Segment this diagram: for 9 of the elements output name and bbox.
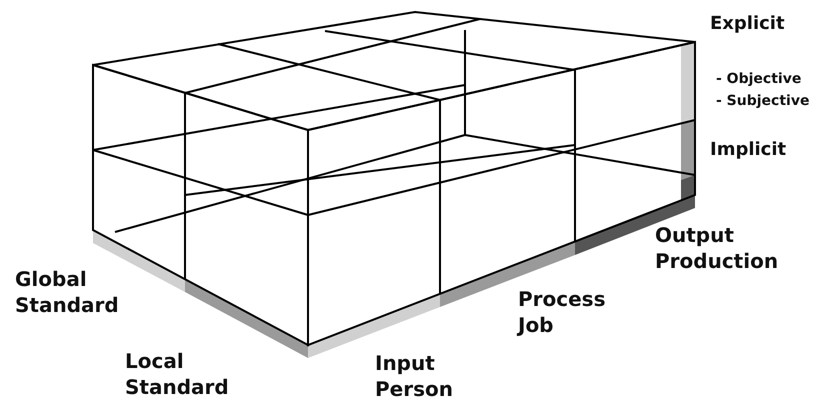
axis-label: - Objective xyxy=(716,70,802,88)
axis-label: - Subjective xyxy=(716,92,810,110)
axis-label: Output Production xyxy=(655,222,780,274)
axis-label: Global Standard xyxy=(15,266,120,318)
axis-label: Implicit xyxy=(710,138,786,162)
axis-label: Process Job xyxy=(518,286,606,338)
axis-label: Explicit xyxy=(710,12,785,36)
axis-label: Input Person xyxy=(375,350,454,402)
axis-label: Local Standard xyxy=(125,348,230,400)
